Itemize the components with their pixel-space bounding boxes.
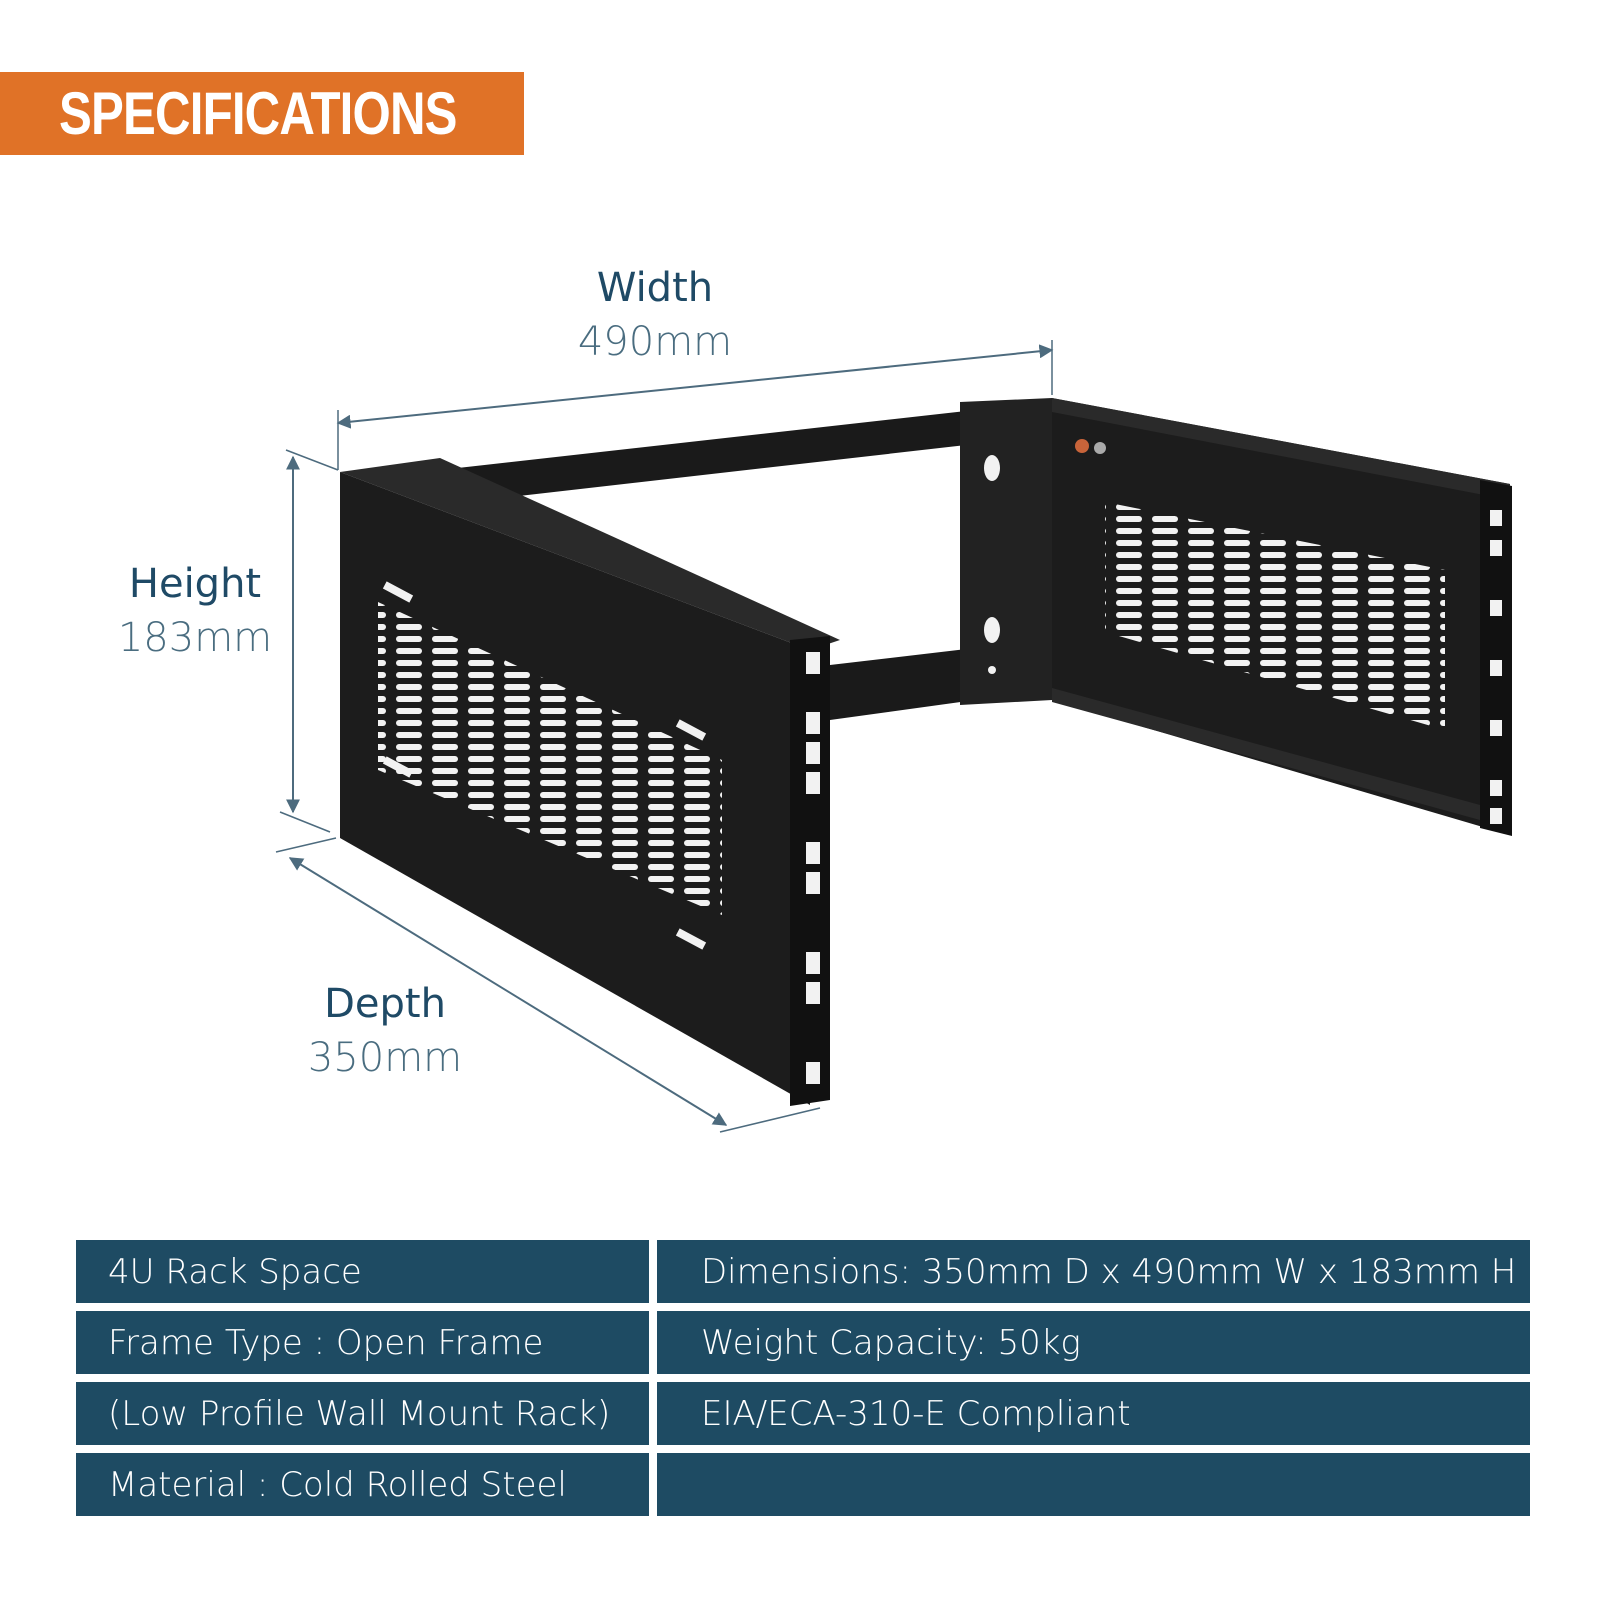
height-label-name: Height: [128, 561, 262, 607]
specifications-banner: SPECIFICATIONS: [0, 72, 524, 155]
specifications-table: 4U Rack Space Dimensions: 350mm D x 490m…: [76, 1240, 1530, 1524]
dimension-lines: [275, 340, 1054, 1133]
rack-left-panel: [340, 458, 840, 1105]
width-label-name: Width: [596, 265, 714, 311]
table-row: Material : Cold Rolled Steel: [76, 1453, 1530, 1516]
table-row: (Low Profile Wall Mount Rack) EIA/ECA-31…: [76, 1382, 1530, 1445]
depth-label-name: Depth: [324, 981, 446, 1027]
width-dimension-line: [336, 344, 1054, 429]
height-label-value: 183mm: [117, 615, 273, 661]
spec-cell-right: Weight Capacity: 50kg: [657, 1311, 1530, 1374]
depth-label-value: 350mm: [307, 1035, 463, 1081]
spec-cell-left: Frame Type : Open Frame: [76, 1311, 649, 1374]
rack-right-panel: [1052, 398, 1512, 836]
height-label: Height 183mm: [100, 560, 290, 662]
spec-cell-left: 4U Rack Space: [76, 1240, 649, 1303]
spec-cell-right: [657, 1453, 1530, 1516]
table-row: 4U Rack Space Dimensions: 350mm D x 490m…: [76, 1240, 1530, 1303]
width-label: Width 490mm: [560, 264, 750, 366]
width-label-value: 490mm: [577, 319, 733, 365]
spec-cell-right: Dimensions: 350mm D x 490mm W x 183mm H: [657, 1240, 1530, 1303]
spec-cell-left: Material : Cold Rolled Steel: [76, 1453, 649, 1516]
spec-cell-left: (Low Profile Wall Mount Rack): [76, 1382, 649, 1445]
depth-label: Depth 350mm: [290, 980, 480, 1082]
rack-back-frame: [440, 398, 1052, 720]
depth-dimension-line: [288, 857, 728, 1126]
table-row: Frame Type : Open Frame Weight Capacity:…: [76, 1311, 1530, 1374]
rack-front-rail: [790, 636, 830, 1106]
page-title: SPECIFICATIONS: [59, 80, 457, 147]
spec-cell-right: EIA/ECA-310-E Compliant: [657, 1382, 1530, 1445]
wall-mount-rack-illustration: [275, 340, 1512, 1133]
